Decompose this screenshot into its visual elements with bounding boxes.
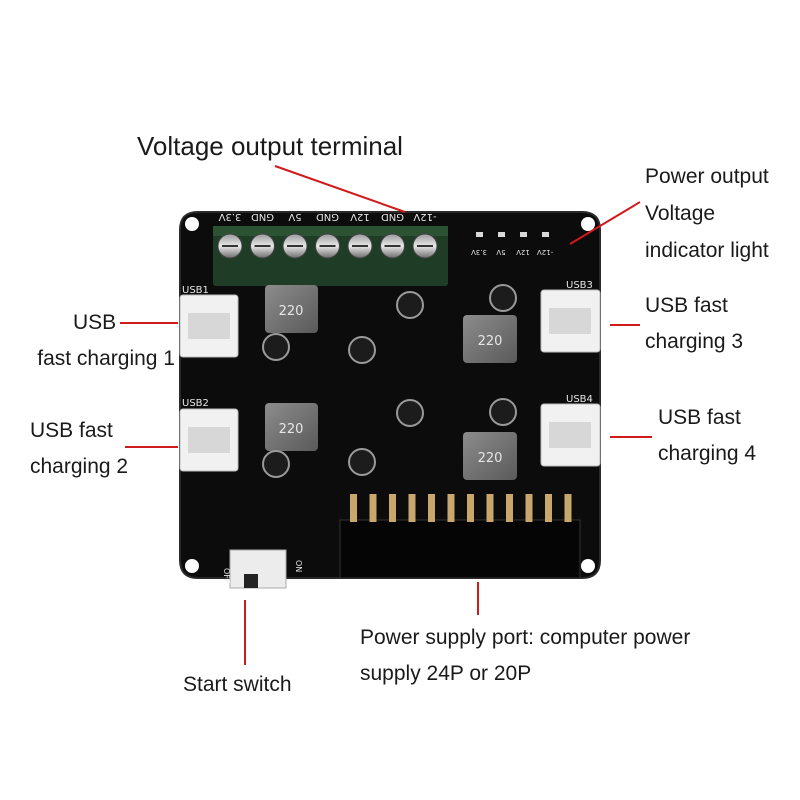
atx-connector[interactable] (339, 519, 581, 579)
capacitor (489, 398, 517, 426)
terminal-label: 3.3V (218, 211, 241, 222)
inductor: 220 (463, 315, 517, 363)
led-indicator (542, 232, 549, 237)
usb-port-1[interactable]: USB1 (179, 285, 239, 358)
inductor: 220 (265, 285, 318, 333)
psu-callout: Power supply port: computer power supply… (360, 620, 690, 692)
mount-hole (185, 217, 199, 231)
led-label: 12V (516, 248, 530, 256)
capacitor (489, 284, 517, 312)
atx-pin (506, 494, 513, 522)
atx-pin (408, 494, 416, 522)
atx-pin (467, 494, 474, 522)
terminal-screw (347, 233, 373, 259)
atx-pin (525, 494, 533, 522)
callout-text: Power output (645, 165, 769, 188)
mount-hole (581, 559, 595, 573)
led-indicator (476, 232, 483, 237)
svg-text:USB2: USB2 (182, 398, 209, 409)
led-label: 3.3V (471, 248, 487, 256)
callout-text: charging 4 (658, 442, 757, 465)
usb1-callout: USB fast charging 1 (25, 305, 175, 377)
capacitor (262, 450, 290, 478)
atx-pin (428, 494, 435, 522)
terminal-screw (380, 233, 405, 259)
callout-text: charging 2 (30, 455, 129, 478)
callout-text: USB fast (30, 419, 113, 442)
svg-text:OFF: OFF (222, 568, 231, 584)
capacitor (348, 336, 376, 364)
usb-port-3[interactable]: USB3 (540, 280, 601, 353)
terminal-label: 5V (288, 211, 301, 222)
mount-hole (581, 217, 595, 231)
usb2-callout: USB fast charging 2 (30, 413, 128, 485)
atx-pin (369, 494, 377, 522)
terminal-label: GND (251, 211, 274, 222)
capacitor (348, 448, 376, 476)
usb4-callout: USB fast charging 4 (658, 400, 756, 472)
atx-pin (564, 494, 572, 522)
svg-text:220: 220 (478, 334, 503, 349)
callout-text: Power supply port: computer power (360, 626, 691, 649)
callout-text: USB fast (658, 406, 741, 429)
led-label: -12V (537, 248, 553, 256)
svg-text:ON: ON (294, 560, 303, 572)
led-indicator (498, 232, 505, 237)
terminal-label: -12V (413, 211, 436, 222)
terminal-screw (250, 233, 275, 259)
title-callout: Voltage output terminal (137, 128, 403, 164)
usb-port-2[interactable]: USB2 (179, 398, 239, 472)
svg-text:220: 220 (478, 451, 503, 466)
callout-text: USB fast (645, 294, 728, 317)
atx-pin (447, 494, 455, 522)
capacitor (396, 291, 424, 319)
start-switch[interactable]: OFF ON (222, 549, 303, 589)
terminal-label: 12V (350, 211, 370, 222)
terminal-label: GND (381, 211, 404, 222)
callout-text: Start switch (183, 673, 292, 696)
inductor: 220 (265, 403, 318, 451)
callout-text: fast charging 1 (37, 347, 175, 370)
atx-pin (545, 494, 552, 522)
callout-text: indicator light (645, 239, 769, 262)
svg-text:220: 220 (279, 422, 304, 437)
terminal-screw (217, 233, 243, 259)
callout-text: supply 24P or 20P (360, 662, 532, 685)
terminal-screw (315, 233, 340, 259)
svg-text:USB4: USB4 (566, 394, 593, 405)
callout-text: charging 3 (645, 330, 744, 353)
svg-text:220: 220 (279, 304, 304, 319)
terminal-screw (282, 233, 308, 259)
capacitor (396, 399, 424, 427)
led-indicator (520, 232, 527, 237)
svg-text:USB1: USB1 (182, 285, 209, 296)
atx-pin (350, 494, 357, 522)
callout-text: Voltage output terminal (137, 131, 403, 161)
svg-text:USB3: USB3 (566, 280, 593, 291)
capacitor (262, 333, 290, 361)
atx-pin (389, 494, 396, 522)
callout-text: USB (73, 311, 117, 334)
usb3-callout: USB fast charging 3 (645, 288, 743, 360)
callout-text: Voltage (645, 202, 716, 225)
mount-hole (185, 559, 199, 573)
atx-pin (486, 494, 494, 522)
led-label: 5V (496, 248, 505, 256)
usb-port-4[interactable]: USB4 (540, 394, 601, 467)
switch-callout: Start switch (183, 667, 292, 703)
terminal-screw (412, 233, 438, 259)
indicator-callout: Power output Voltage indicator light (645, 158, 769, 269)
callout-lines (120, 165, 652, 665)
inductor: 220 (463, 432, 517, 480)
terminal-label: GND (316, 211, 339, 222)
